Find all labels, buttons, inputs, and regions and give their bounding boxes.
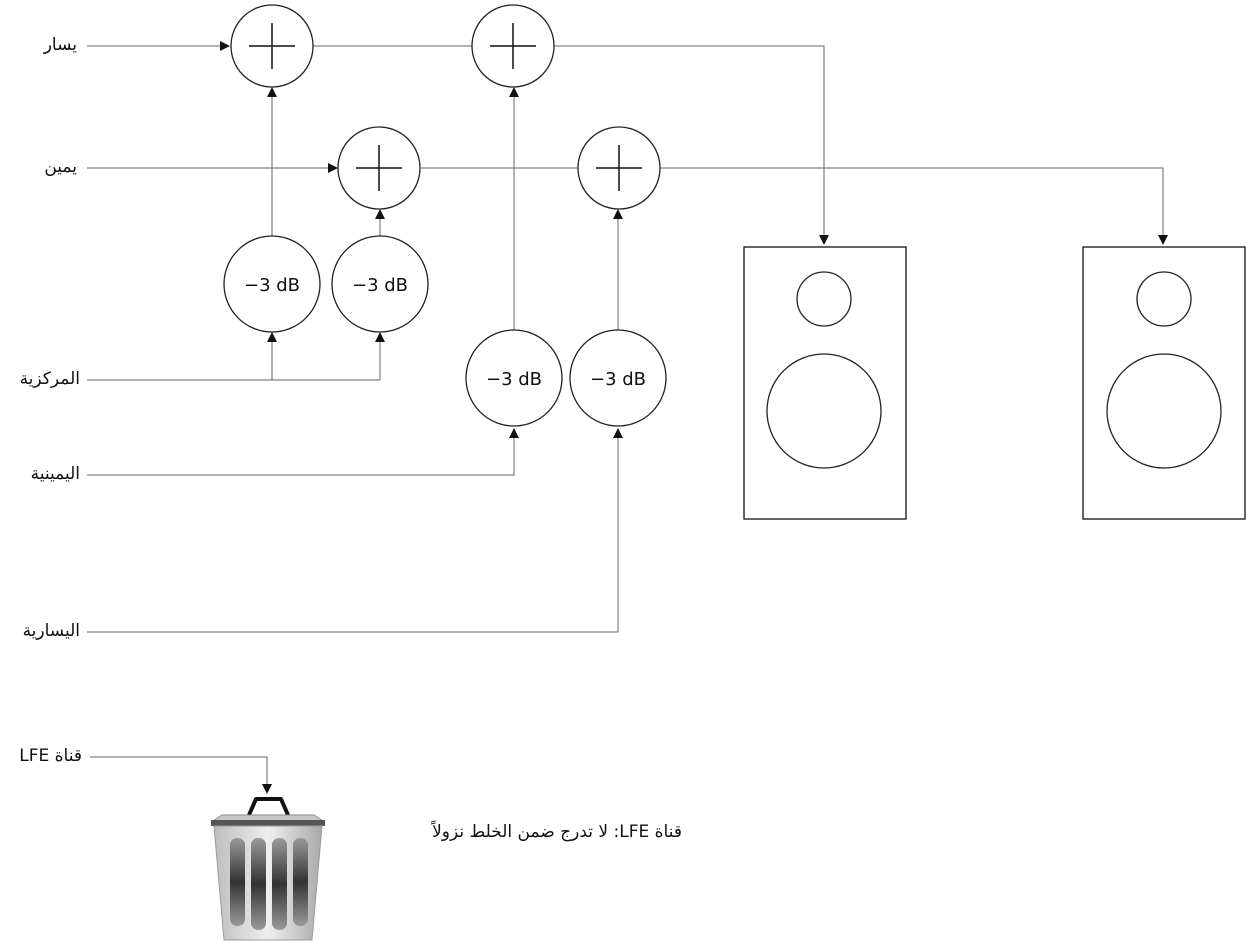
plus-icon xyxy=(356,145,402,191)
wire-left-out xyxy=(554,45,829,245)
attenuator-2: −3 dB xyxy=(331,235,429,333)
wire-lfe xyxy=(90,756,272,794)
input-right-label: يمين xyxy=(44,157,77,177)
wire-right-out xyxy=(660,167,1168,245)
wire-ls-in xyxy=(87,428,623,633)
plus-icon xyxy=(249,23,295,69)
attenuator-4-label: −3 dB xyxy=(590,369,646,390)
input-right-surround-label: اليمينية xyxy=(30,464,80,484)
input-lfe-label: قناة LFE xyxy=(19,746,82,766)
attenuator-1: −3 dB xyxy=(223,235,321,333)
wire-rs-in xyxy=(87,428,519,476)
attenuator-3-label: −3 dB xyxy=(486,369,542,390)
attenuator-1-label: −3 dB xyxy=(244,275,300,296)
speaker-icon xyxy=(743,246,907,520)
attenuator-2-label: −3 dB xyxy=(352,275,408,296)
summer-1 xyxy=(230,4,314,88)
plus-icon xyxy=(490,23,536,69)
attenuator-3: −3 dB xyxy=(465,329,563,427)
input-left-label: يسار xyxy=(43,35,77,55)
speaker-icon xyxy=(1082,246,1246,520)
attenuator-4: −3 dB xyxy=(569,329,667,427)
input-center-label: المركزية xyxy=(19,369,80,389)
summer-4 xyxy=(577,126,661,210)
summer-3 xyxy=(337,126,421,210)
lfe-note: قناة LFE: لا تدرج ضمن الخلط نزولاً xyxy=(432,822,682,842)
summer-2 xyxy=(471,4,555,88)
plus-icon xyxy=(596,145,642,191)
trash-icon xyxy=(211,797,325,941)
input-left-surround-label: اليسارية xyxy=(22,621,80,641)
